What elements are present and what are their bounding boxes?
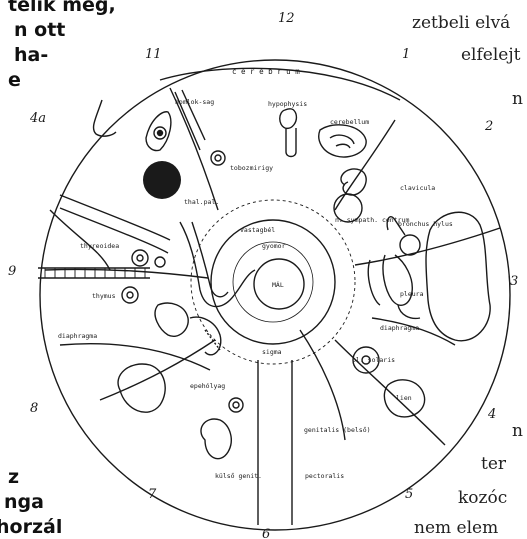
- zone-number-12: 12: [278, 11, 295, 26]
- label-pectoralis: pectoralis: [305, 472, 344, 480]
- label-mal: MÁL: [272, 280, 284, 289]
- zone-number-2: 2: [484, 119, 493, 134]
- bronchus-circle: [400, 235, 420, 255]
- zone-number-9: 9: [8, 264, 16, 279]
- label-hypophysis: hypophysis: [268, 100, 307, 108]
- label-thyreoidea: thyreoidea: [80, 242, 119, 250]
- zone-number-8: 8: [30, 401, 38, 416]
- label-sigma: sigma: [262, 348, 282, 356]
- label-epeholyag: epehólyag: [190, 382, 225, 390]
- zone-number-5: 5: [405, 487, 413, 502]
- label-pleura: pleura: [400, 290, 424, 298]
- label-thymus: thymus: [92, 292, 116, 300]
- label-cerebrum: c e r e b r u m: [232, 67, 300, 76]
- label-homlok: homlok-sag: [175, 98, 214, 106]
- label-gyomor: gyomor: [262, 242, 286, 250]
- zone-number-4a: 4a: [29, 111, 46, 126]
- label-thal: thal.pal.: [184, 198, 219, 206]
- epeholyag: [229, 398, 243, 412]
- label-diaphragma-left: diaphragma: [58, 332, 97, 340]
- divider-left: [45, 269, 208, 278]
- divider-right: [355, 228, 500, 265]
- cerebellum-shape: [319, 125, 366, 157]
- label-vastagbel: vastagbél: [240, 226, 275, 234]
- label-tobozmirigy: tobozmirigy: [230, 164, 273, 172]
- zone-number-6: 6: [262, 527, 270, 539]
- nose-shape: [94, 100, 116, 136]
- label-bronchus: bronchus hylus: [398, 220, 453, 228]
- thal-pal-dot: [143, 161, 181, 199]
- zone-number-7: 7: [148, 487, 157, 502]
- zone-number-4: 4: [487, 407, 496, 422]
- stomach-tube: [180, 222, 255, 307]
- tobozmirigy-shape: [211, 151, 225, 165]
- thyreoidea-shape: [132, 250, 148, 266]
- label-diaphragma-right: diaphragma: [380, 324, 419, 332]
- divider-top-left: [170, 88, 218, 210]
- label-kulso-genit: külső genit.: [215, 471, 262, 480]
- label-cerebellum: cerebellum: [330, 118, 369, 126]
- bottom-left-organ: [118, 364, 165, 412]
- label-clavicula: clavicula: [400, 184, 435, 192]
- label-pl-solaris: pl. solaris: [352, 356, 395, 364]
- tongue-shape: [155, 303, 188, 336]
- label-lien: lien: [396, 394, 412, 402]
- zone-number-11: 11: [145, 47, 162, 62]
- kulso-genit-shape: [201, 419, 231, 459]
- label-genitalis: genitalis (belső): [304, 425, 371, 434]
- esophagus: [60, 195, 170, 240]
- thymus-shape: [122, 287, 138, 303]
- hypophysis-shape: [280, 109, 297, 129]
- lung-shape: [426, 212, 490, 341]
- zone-number-1: 1: [402, 47, 410, 62]
- divider-top-right: [335, 120, 395, 210]
- zone-number-3: 3: [510, 274, 518, 289]
